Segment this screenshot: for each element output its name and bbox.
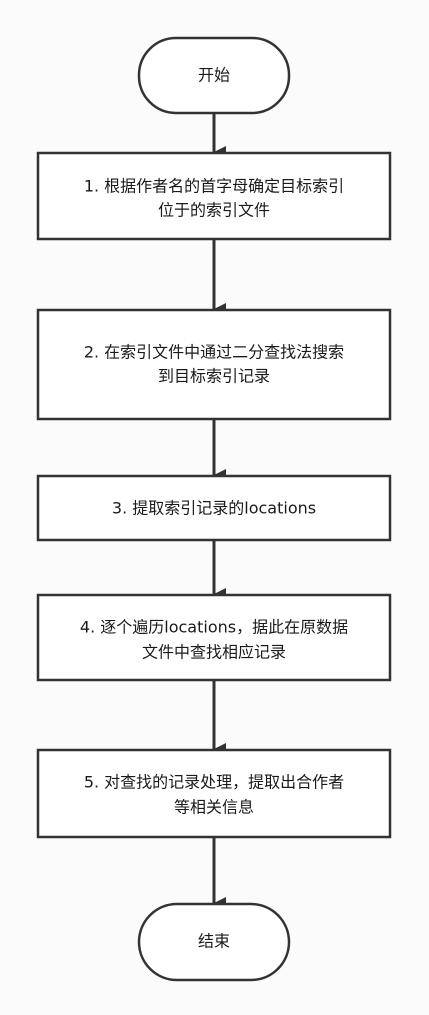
step4-process-box <box>36 593 392 682</box>
step5-label-line1: 5. 对查找的记录处理，提取出合作者 <box>84 773 344 792</box>
end-label: 结束 <box>198 932 230 951</box>
start-label: 开始 <box>198 66 230 85</box>
start-node: 开始 <box>137 36 291 115</box>
step3-node: 3. 提取索引记录的locations <box>36 474 392 542</box>
start-terminator-shape <box>137 36 291 115</box>
step1-node: 1. 根据作者名的首字母确定目标索引 位于的索引文件 <box>36 151 392 241</box>
step1-process-box <box>36 151 392 241</box>
end-terminator-shape <box>137 902 291 982</box>
step3-process-box <box>36 474 392 542</box>
end-node: 结束 <box>137 902 291 982</box>
step2-node: 2. 在索引文件中通过二分查找法搜索 到目标索引记录 <box>36 308 392 421</box>
step4-label-line2: 文件中查找相应记录 <box>142 643 286 662</box>
step5-process-box <box>36 748 392 839</box>
step1-label-line2: 位于的索引文件 <box>158 201 270 220</box>
step2-label-line2: 到目标索引记录 <box>158 367 270 386</box>
step1-label-line1: 1. 根据作者名的首字母确定目标索引 <box>84 177 344 196</box>
step2-label-line1: 2. 在索引文件中通过二分查找法搜索 <box>84 343 344 362</box>
step4-node: 4. 逐个遍历locations，据此在原数据 文件中查找相应记录 <box>36 593 392 682</box>
step3-label-line1: 3. 提取索引记录的locations <box>112 499 316 518</box>
step5-node: 5. 对查找的记录处理，提取出合作者 等相关信息 <box>36 748 392 839</box>
step2-process-box <box>36 308 392 421</box>
step4-label-line1: 4. 逐个遍历locations，据此在原数据 <box>80 618 348 637</box>
step5-label-line2: 等相关信息 <box>174 798 254 817</box>
